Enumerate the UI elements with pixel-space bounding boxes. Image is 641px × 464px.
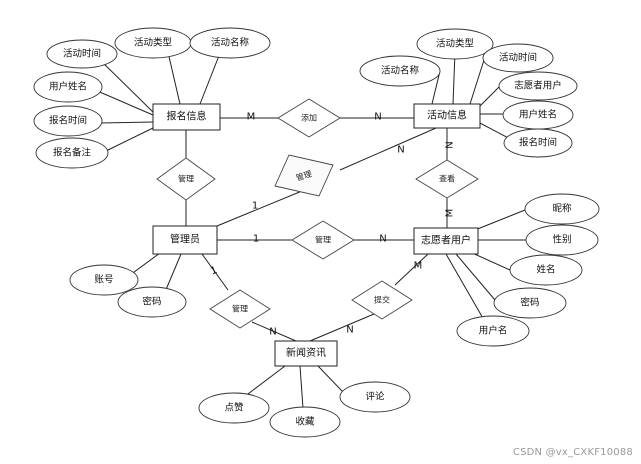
attr-news-fav: 收藏: [269, 406, 341, 438]
relationship-manage-huodong: 管理: [274, 154, 334, 197]
card-submit-top: M: [414, 261, 423, 272]
svg-text:提交: 提交: [374, 295, 390, 305]
card-manage-zy-left: 1: [253, 234, 259, 245]
attr-vol-password: 密码: [493, 287, 567, 319]
entity-volunteer-user: 志愿者用户: [413, 227, 479, 255]
relationship-manage-volunteer: 管理: [291, 220, 355, 260]
card-view-bottom: M: [445, 209, 456, 218]
svg-text:新闻资讯: 新闻资讯: [286, 346, 326, 359]
attr-hd-signup-time: 报名时间: [503, 128, 573, 158]
svg-text:点赞: 点赞: [224, 402, 244, 414]
svg-text:姓名: 姓名: [536, 264, 555, 276]
connector-lines: [94, 47, 526, 409]
card-manage-zy-right: N: [379, 234, 386, 245]
svg-text:评论: 评论: [365, 391, 385, 403]
svg-text:活动类型: 活动类型: [436, 38, 475, 50]
attr-bm-signup-time: 报名时间: [33, 105, 103, 137]
relationship-add: 添加: [277, 98, 341, 138]
watermark-text: CSDN @vx_CXKF10088: [512, 447, 633, 458]
svg-text:志愿者用户: 志愿者用户: [421, 234, 471, 247]
attr-bm-signup-note: 报名备注: [35, 137, 109, 169]
attr-hd-volunteer: 志愿者用户: [498, 71, 578, 101]
svg-text:活动名称: 活动名称: [211, 37, 250, 49]
svg-text:活动类型: 活动类型: [134, 37, 173, 49]
attr-admin-account: 账号: [69, 264, 139, 296]
card-manage-xw-bottom: N: [269, 327, 276, 338]
attr-vol-gender: 性别: [525, 224, 599, 256]
svg-text:活动时间: 活动时间: [63, 48, 101, 60]
attr-hd-user-name: 用户姓名: [502, 100, 574, 130]
card-manage-hd-left: 1: [252, 201, 258, 212]
svg-text:查看: 查看: [439, 174, 455, 184]
attr-news-like: 点赞: [198, 392, 270, 424]
attr-bm-activity-type: 活动类型: [114, 27, 192, 59]
svg-text:管理: 管理: [178, 174, 194, 184]
relationship-view: 查看: [415, 159, 479, 199]
svg-text:报名时间: 报名时间: [519, 137, 557, 149]
svg-text:账号: 账号: [94, 275, 113, 286]
svg-text:报名时间: 报名时间: [49, 115, 87, 127]
svg-text:收藏: 收藏: [295, 416, 315, 428]
svg-text:活动时间: 活动时间: [499, 52, 537, 64]
entity-admin: 管理员: [152, 225, 218, 255]
svg-text:添加: 添加: [301, 113, 317, 123]
svg-text:用户名: 用户名: [479, 325, 508, 337]
attr-hd-activity-time: 活动时间: [482, 43, 554, 73]
attr-vol-nickname: 昵称: [524, 193, 600, 225]
svg-text:用户姓名: 用户姓名: [519, 109, 557, 121]
svg-text:活动信息: 活动信息: [427, 109, 467, 122]
attr-vol-name: 姓名: [509, 254, 583, 286]
svg-text:密码: 密码: [142, 296, 161, 308]
attr-hd-activity-name: 活动名称: [359, 55, 441, 87]
card-manage-xw-top: 1: [209, 265, 219, 278]
attr-news-comment: 评论: [339, 381, 411, 413]
svg-text:活动名称: 活动名称: [381, 65, 420, 77]
svg-text:志愿者用户: 志愿者用户: [514, 80, 562, 92]
card-add-right: N: [374, 112, 381, 123]
entity-news: 新闻资讯: [274, 340, 338, 367]
svg-text:管理员: 管理员: [170, 233, 200, 246]
attr-bm-user-name: 用户姓名: [33, 71, 103, 103]
entity-activity-info: 活动信息: [413, 103, 481, 129]
cardinality-labels: M N 1 N N M 1 N 1 N M N: [209, 112, 455, 338]
relationship-manage-baoming: 管理: [156, 157, 216, 201]
relationship-submit: 提交: [351, 280, 413, 320]
attr-hd-activity-type: 活动类型: [416, 28, 494, 60]
svg-text:昵称: 昵称: [552, 203, 572, 215]
svg-text:管理: 管理: [315, 235, 331, 245]
svg-text:报名信息: 报名信息: [167, 110, 207, 123]
svg-text:性别: 性别: [552, 234, 571, 246]
attr-bm-activity-name: 活动名称: [189, 27, 271, 59]
card-manage-hd-right: N: [397, 145, 404, 156]
card-view-top: N: [445, 141, 456, 148]
relationship-manage-news: 管理: [209, 289, 271, 329]
attr-admin-password: 密码: [117, 286, 187, 318]
entity-signup-info: 报名信息: [152, 103, 221, 131]
svg-text:用户姓名: 用户姓名: [49, 81, 87, 93]
attr-vol-username: 用户名: [456, 315, 530, 347]
attr-bm-activity-time: 活动时间: [46, 39, 118, 69]
card-submit-bottom: N: [346, 325, 353, 336]
card-add-left: M: [247, 112, 256, 123]
svg-text:报名备注: 报名备注: [53, 147, 92, 159]
svg-text:管理: 管理: [295, 168, 313, 182]
svg-text:管理: 管理: [232, 304, 248, 314]
svg-text:密码: 密码: [520, 297, 539, 309]
